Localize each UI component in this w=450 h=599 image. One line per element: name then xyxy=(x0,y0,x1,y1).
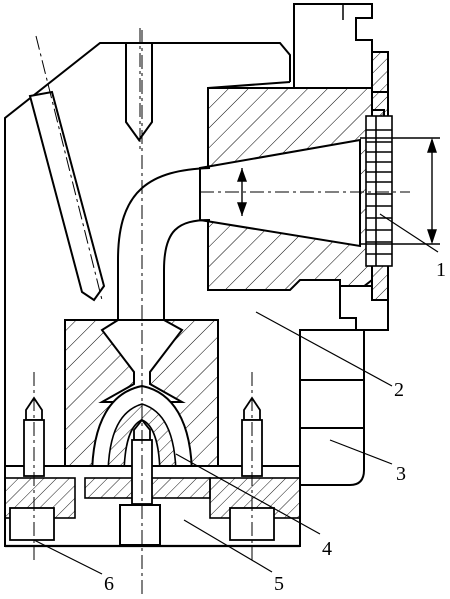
callout-3: 3 xyxy=(396,463,406,485)
callout-2: 2 xyxy=(394,379,404,401)
bolt-center xyxy=(131,418,153,505)
runner-channel xyxy=(117,167,211,330)
callout-4: 4 xyxy=(322,538,332,560)
centerlines xyxy=(33,28,410,595)
callout-1: 1 xyxy=(436,259,446,281)
toothed-ring xyxy=(365,115,393,267)
side-block xyxy=(299,329,365,486)
callout-6: 6 xyxy=(104,573,114,595)
leader-lines xyxy=(33,213,439,575)
right-flange xyxy=(199,3,393,331)
top-pin xyxy=(125,42,153,142)
callout-5: 5 xyxy=(274,573,284,595)
dimension-markings xyxy=(237,137,440,245)
inclined-pin xyxy=(28,90,106,302)
